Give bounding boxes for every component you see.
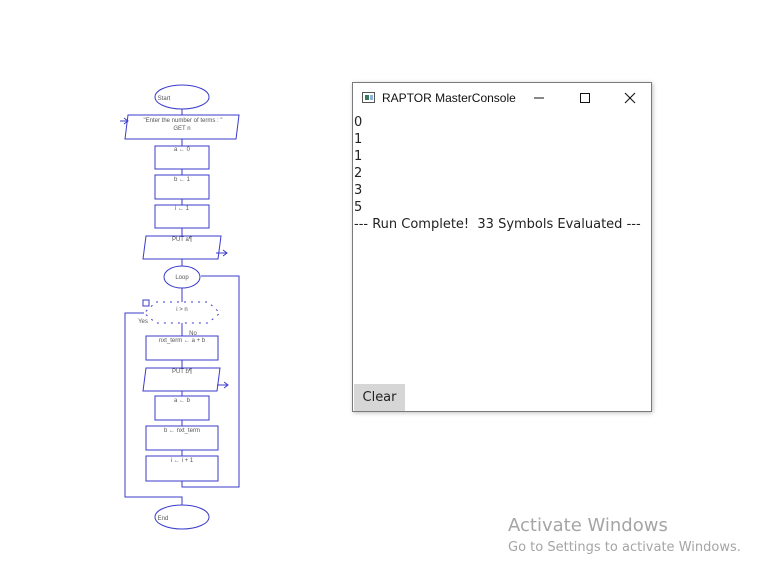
assign-a-box[interactable] [154, 145, 210, 170]
b-gets-next-box[interactable] [145, 425, 219, 451]
put-a-label: PUT a¶ [172, 237, 192, 243]
watermark-title: Activate Windows [508, 515, 668, 536]
increment-box[interactable] [145, 455, 219, 482]
put-b-label: PUT b¶ [172, 369, 192, 375]
a-gets-b-box[interactable] [154, 395, 210, 421]
maximize-icon[interactable] [575, 88, 595, 108]
output-line: 1 [354, 132, 363, 147]
minimize-icon[interactable] [529, 88, 549, 108]
master-console-window[interactable]: RAPTOR MasterConsole 0 1 1 2 3 5 --- Run… [352, 82, 652, 412]
output-b-box[interactable] [142, 367, 221, 392]
end-oval[interactable] [154, 504, 210, 530]
assign-a-label: a ← 0 [174, 147, 191, 153]
input-var-label: GET n [173, 126, 190, 132]
assign-i-box[interactable] [154, 204, 210, 229]
loop-oval[interactable] [163, 265, 201, 289]
a-gets-b-label: a ← b [174, 398, 191, 404]
output-line: 0 [354, 115, 363, 130]
condition-label: i > n [176, 307, 188, 313]
console-titlebar[interactable]: RAPTOR MasterConsole [353, 83, 651, 113]
run-complete-line: --- Run Complete! 33 Symbols Evaluated -… [354, 217, 641, 232]
assign-i-label: i ← 1 [175, 206, 190, 212]
b-gets-next-label: b ← nxt_term [164, 428, 200, 434]
console-title: RAPTOR MasterConsole [382, 91, 516, 105]
next-term-label: nxt_term ← a + b [159, 338, 206, 344]
no-label: No [189, 331, 197, 337]
output-line: 3 [354, 183, 363, 198]
end-label: End [158, 516, 169, 522]
app-window-icon [362, 92, 375, 103]
close-icon[interactable] [620, 88, 640, 108]
output-line: 1 [354, 149, 363, 164]
yes-label: Yes [138, 319, 148, 325]
output-a-box[interactable] [142, 235, 222, 260]
input-box[interactable] [124, 114, 240, 140]
output-line: 5 [354, 200, 363, 215]
assign-b-label: b ← 1 [174, 177, 191, 183]
console-output: 0 1 1 2 3 5 --- Run Complete! 33 Symbols… [354, 114, 649, 233]
activation-watermark: Activate Windows Go to Settings to activ… [508, 515, 741, 557]
assign-b-box[interactable] [154, 174, 210, 200]
clear-button[interactable]: Clear [354, 384, 405, 411]
flowchart: Start "Enter the number of terms : " GET… [120, 84, 240, 530]
watermark-subtitle: Go to Settings to activate Windows. [508, 540, 741, 555]
start-oval[interactable] [154, 84, 210, 110]
input-prompt-label: "Enter the number of terms : " [144, 118, 223, 124]
increment-label: i ← i + 1 [171, 458, 194, 464]
next-term-box[interactable] [145, 335, 219, 361]
loop-label: Loop [175, 275, 189, 281]
start-label: Start [158, 96, 171, 102]
output-line: 2 [354, 166, 363, 181]
